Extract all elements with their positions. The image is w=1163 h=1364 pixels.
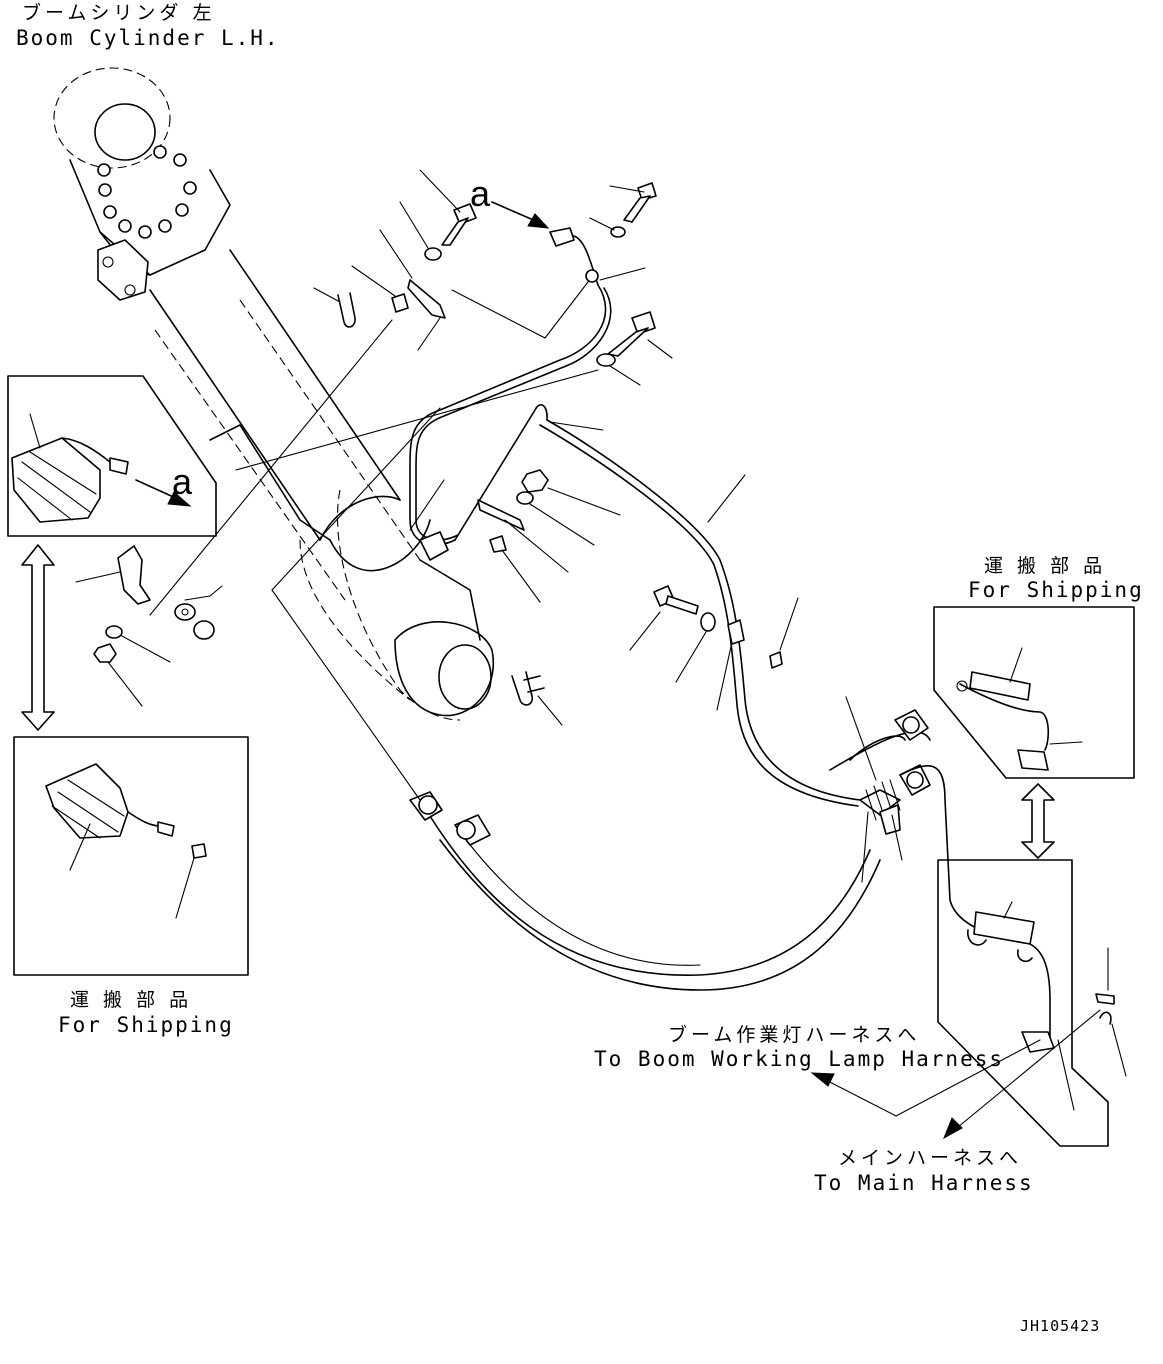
boom-cylinder — [53, 67, 495, 721]
inset-right-bottom — [937, 859, 1109, 1147]
sleeve-spacer — [351, 265, 409, 313]
lamp-bracket — [75, 545, 223, 707]
u-clip-upper — [313, 287, 356, 328]
washer-upper — [399, 201, 442, 261]
bolt-upper-left — [419, 169, 477, 246]
lamp-wiring-harness — [409, 227, 1051, 1041]
double-arrow-right — [1021, 783, 1055, 859]
nut-washer-stack — [477, 469, 621, 603]
hydraulic-hoses — [409, 709, 931, 991]
lamp-harness-en-label: To Boom Working Lamp Harness — [594, 1047, 1004, 1071]
boom-cylinder-jp-label: ブームシリンダ 左 — [22, 1, 215, 24]
shipping-left-en-label: For Shipping — [58, 1013, 234, 1037]
boom-cylinder-en-label: Boom Cylinder L.H. — [16, 26, 280, 50]
inset-left-top: a — [7, 375, 217, 537]
u-clip-lower — [511, 671, 563, 726]
shipping-right-jp-label: 運 搬 部 品 — [984, 555, 1106, 577]
bolt-center — [629, 585, 799, 711]
bracket-plate — [379, 229, 446, 351]
bolt-upper-right — [589, 182, 657, 238]
shipping-right-en-label: For Shipping — [968, 578, 1144, 602]
inset-left-bottom — [13, 736, 249, 976]
clip-hardware-right — [1095, 947, 1127, 1077]
lamp-harness-jp-label: ブーム作業灯ハーネスへ — [668, 1023, 920, 1046]
bolt-mid-right — [596, 311, 673, 386]
inset-right-top — [933, 606, 1135, 779]
shipping-left-jp-label: 運 搬 部 品 — [70, 989, 192, 1011]
ref-a-inset: a — [172, 461, 193, 502]
drawing-code: JH105423 — [1020, 1317, 1100, 1335]
main-harness-en-label: To Main Harness — [814, 1171, 1034, 1195]
main-harness-jp-label: メインハーネスへ — [838, 1147, 1022, 1169]
cylinder-bolt-ring — [97, 145, 197, 239]
ref-a-top: a — [470, 173, 491, 214]
double-arrow-left — [21, 544, 55, 731]
